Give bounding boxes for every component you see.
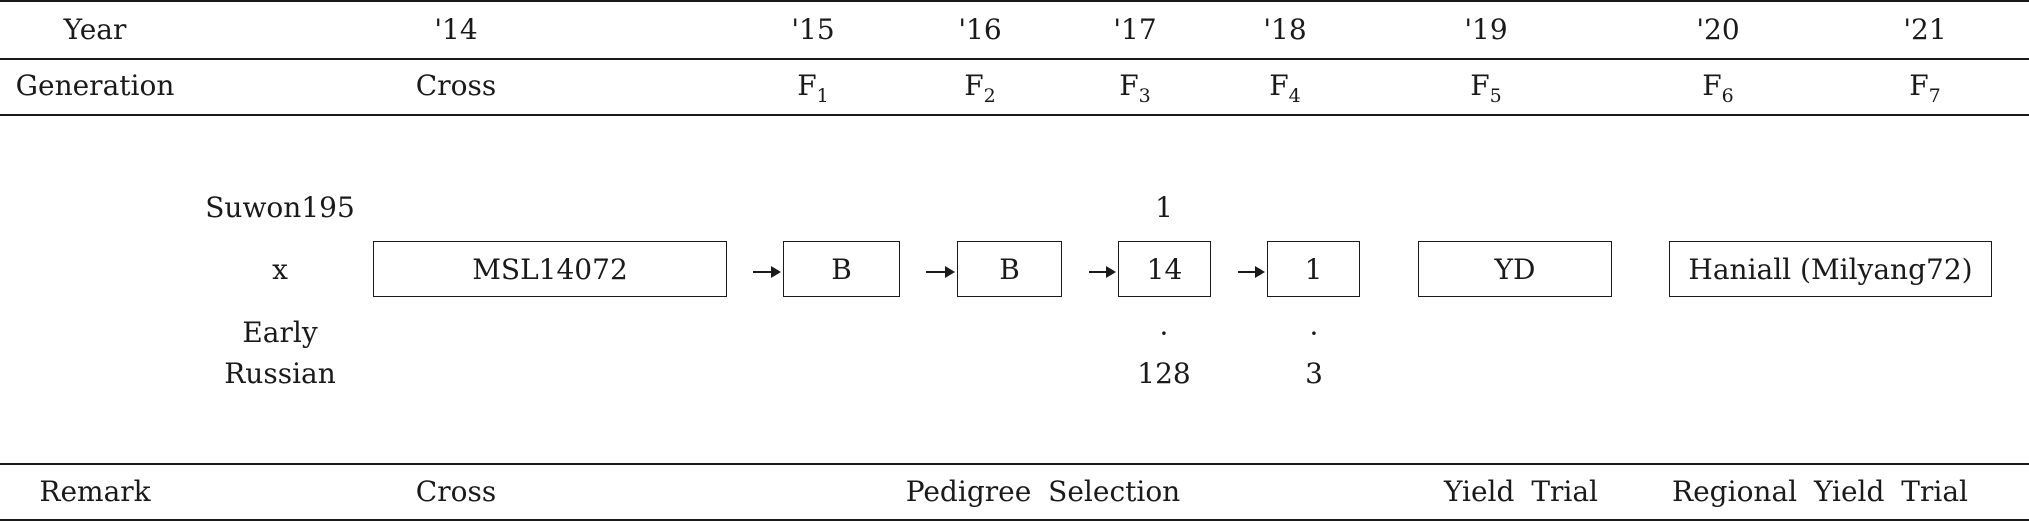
generation-f1: F1 xyxy=(797,69,829,107)
generation-f7: F7 xyxy=(1909,69,1941,107)
generation-subscript: 3 xyxy=(1138,85,1151,107)
year-2014: '14 xyxy=(434,13,478,46)
f4-count-below: 3 xyxy=(1305,357,1323,390)
parent-early-russian-line1: Early xyxy=(242,316,318,349)
generation-base: F xyxy=(1702,69,1722,102)
year-2016: '16 xyxy=(958,13,1002,46)
year-2015: '15 xyxy=(791,13,835,46)
remark-label: Remark xyxy=(39,475,151,508)
generation-label: Generation xyxy=(15,69,175,102)
year-2019: '19 xyxy=(1464,13,1508,46)
year-label: Year xyxy=(63,13,127,46)
box-cross-msl14072: MSL14072 xyxy=(373,241,727,297)
box-f4-selection: 1 xyxy=(1267,241,1360,297)
generation-cross: Cross xyxy=(416,69,496,103)
f4-dot: · xyxy=(1309,317,1319,350)
arrow-to-f3 xyxy=(1089,266,1116,278)
generation-subscript: 7 xyxy=(1928,85,1941,107)
remark-yield-trial: Yield Trial xyxy=(1444,475,1598,508)
box-f2-bulk: B xyxy=(957,241,1062,297)
generation-base: Cross xyxy=(415,69,497,102)
bottom-rule xyxy=(0,519,2029,521)
generation-base: F xyxy=(964,69,984,102)
arrow-to-f2 xyxy=(926,266,955,278)
box-f3-selection: 14 xyxy=(1118,241,1211,297)
generation-subscript: 4 xyxy=(1288,85,1301,107)
f3-count-below: 128 xyxy=(1137,357,1191,390)
year-2021: '21 xyxy=(1903,13,1947,46)
generation-subscript: 6 xyxy=(1721,85,1734,107)
parent-suwon195: Suwon195 xyxy=(205,191,355,224)
remark-regional-yield-trial: Regional Yield Trial xyxy=(1672,475,1968,508)
generation-base: F xyxy=(1119,69,1139,102)
generation-subscript: 2 xyxy=(983,85,996,107)
header-divider xyxy=(0,58,2029,60)
generation-base: F xyxy=(1909,69,1929,102)
cross-symbol: x xyxy=(272,253,288,286)
year-2017: '17 xyxy=(1113,13,1157,46)
remark-pedigree-selection: Pedigree Selection xyxy=(905,475,1181,508)
box-f6-variety: Haniall (Milyang72) xyxy=(1669,241,1992,297)
generation-f4: F4 xyxy=(1269,69,1301,107)
year-2020: '20 xyxy=(1696,13,1740,46)
top-rule xyxy=(0,0,2029,2)
box-f5-yield: YD xyxy=(1418,241,1612,297)
arrow-to-f4 xyxy=(1238,266,1265,278)
generation-f6: F6 xyxy=(1702,69,1734,107)
arrow-to-f1 xyxy=(753,266,781,278)
generation-base: F xyxy=(1269,69,1289,102)
parent-early-russian-line2: Russian xyxy=(224,357,336,390)
f3-dot: · xyxy=(1159,317,1169,350)
year-2018: '18 xyxy=(1263,13,1307,46)
header-bottom-rule xyxy=(0,114,2029,116)
generation-f5: F5 xyxy=(1470,69,1502,107)
generation-base: F xyxy=(1470,69,1490,102)
f3-lines-above: 1 xyxy=(1155,191,1173,224)
generation-f3: F3 xyxy=(1119,69,1151,107)
box-f1-bulk: B xyxy=(783,241,900,297)
generation-base: F xyxy=(797,69,817,102)
generation-f2: F2 xyxy=(964,69,996,107)
remark-cross: Cross xyxy=(415,475,497,508)
generation-subscript: 5 xyxy=(1489,85,1502,107)
remark-top-rule xyxy=(0,463,2029,465)
generation-subscript: 1 xyxy=(816,85,829,107)
